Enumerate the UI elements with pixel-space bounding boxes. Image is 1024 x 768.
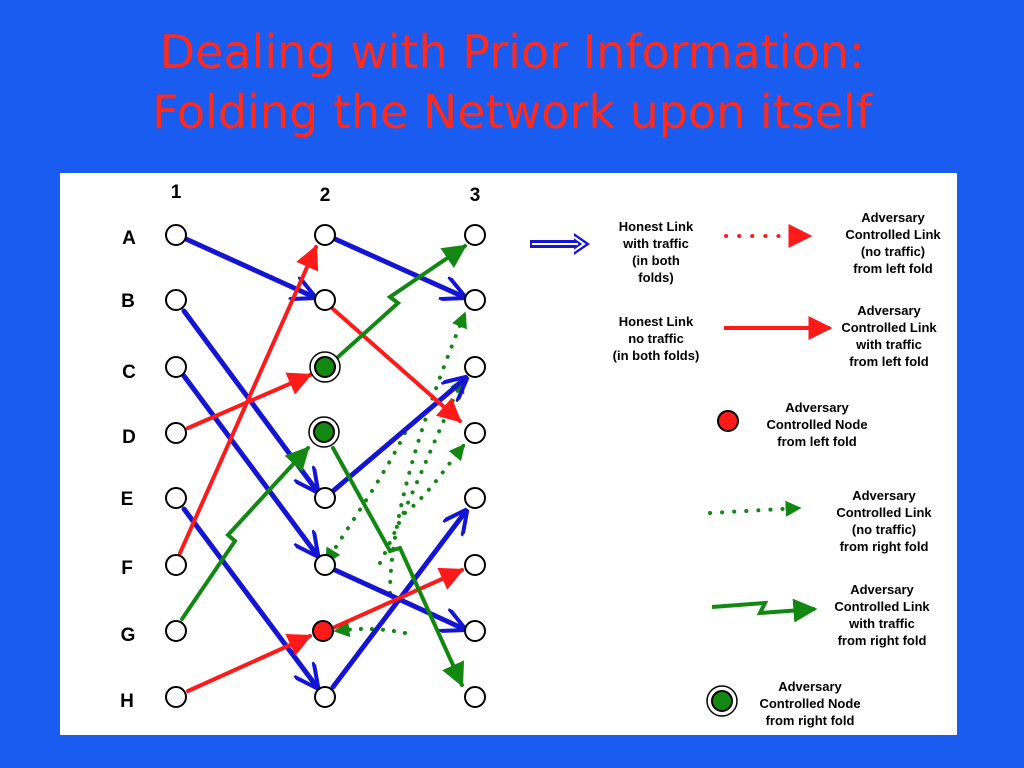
green-link-c2-a3: [336, 244, 467, 359]
green-link-g1-d2: [180, 446, 310, 621]
red-link-h1-g2: [186, 633, 313, 693]
honest-link-a2-b3: [332, 236, 464, 297]
honest-link-c1-f2: [181, 373, 317, 555]
red-link-b2-d3: [331, 307, 462, 423]
legend-green-solid-symbol: [711, 598, 818, 623]
svg-text:Honest Link: Honest Link: [619, 314, 694, 329]
legend-honest-no-traffic: Honest Link no traffic (in both folds): [613, 314, 700, 363]
svg-text:with traffic: with traffic: [622, 236, 689, 251]
title-line-2: Folding the Network upon itself: [152, 85, 872, 139]
svg-text:Controlled Link: Controlled Link: [836, 505, 932, 520]
row-label-b: B: [121, 291, 135, 312]
column-label-3: 3: [470, 185, 481, 206]
node-f2: [314, 554, 336, 576]
node-g3: [464, 620, 486, 642]
row-label-g: G: [121, 625, 136, 646]
svg-text:from left fold: from left fold: [849, 354, 928, 369]
green-dotted-link-3: [403, 443, 466, 515]
green-dotted-link-2: [378, 376, 466, 565]
svg-text:from left fold: from left fold: [853, 261, 932, 276]
svg-text:with traffic: with traffic: [848, 616, 915, 631]
svg-text:Adversary: Adversary: [852, 488, 916, 503]
node-d3: [464, 422, 486, 444]
node-e3: [464, 487, 486, 509]
node-h2: [314, 686, 336, 708]
svg-text:(in both folds): (in both folds): [613, 348, 700, 363]
row-label-d: D: [122, 427, 136, 448]
node-h3: [464, 686, 486, 708]
svg-text:Adversary: Adversary: [850, 582, 914, 597]
node-a1: [165, 224, 187, 246]
column-label-1: 1: [171, 182, 182, 203]
legend-green-dotted-symbol: [708, 500, 802, 517]
legend-red-node-symbol: [717, 410, 739, 432]
node-c1: [165, 356, 187, 378]
node-c3: [464, 356, 486, 378]
svg-text:(no traffic): (no traffic): [861, 244, 925, 259]
svg-text:(no traffic): (no traffic): [852, 522, 916, 537]
row-label-c: C: [122, 362, 136, 383]
node-d2-right-fold: [308, 416, 340, 448]
svg-text:Controlled Node: Controlled Node: [766, 417, 867, 432]
row-label-e: E: [121, 489, 134, 510]
svg-text:from right fold: from right fold: [766, 713, 855, 728]
node-h1: [165, 686, 187, 708]
row-label-a: A: [122, 228, 136, 249]
svg-text:from right fold: from right fold: [838, 633, 927, 648]
node-b2: [314, 289, 336, 311]
legend-adv-link-no-traffic-left: Adversary Controlled Link (no traffic) f…: [845, 210, 941, 276]
legend-adv-link-traffic-left: Adversary Controlled Link with traffic f…: [841, 303, 937, 369]
node-f1: [165, 554, 187, 576]
svg-text:Adversary: Adversary: [778, 679, 842, 694]
honest-link-e2-c3: [330, 378, 466, 494]
legend-green-node-symbol: [706, 685, 738, 717]
node-e1: [165, 487, 187, 509]
diagram-panel: 1 2 3 A B C D E F G H: [60, 173, 957, 735]
honest-link-e1-h2: [181, 506, 317, 687]
legend-adv-node-left: Adversary Controlled Node from left fold: [766, 400, 867, 449]
green-dotted-link-5: [333, 621, 407, 638]
svg-text:from right fold: from right fold: [840, 539, 929, 554]
slide-title: Dealing with Prior Information: Folding …: [0, 22, 1024, 142]
node-f3: [464, 554, 486, 576]
node-e2: [314, 487, 336, 509]
red-link-d1-c2: [186, 372, 313, 430]
node-c2-right-fold: [309, 351, 341, 383]
green-link-d2-h3: [331, 446, 465, 688]
legend-adv-link-traffic-right: Adversary Controlled Link with traffic f…: [834, 582, 930, 648]
node-g1: [165, 620, 187, 642]
row-label-f: F: [121, 558, 133, 579]
honest-link-a1-b2: [183, 236, 314, 297]
node-b3: [464, 289, 486, 311]
svg-text:from left fold: from left fold: [777, 434, 856, 449]
legend-adv-link-no-traffic-right: Adversary Controlled Link (no traffic) f…: [836, 488, 932, 554]
svg-text:Adversary: Adversary: [861, 210, 925, 225]
legend-adv-node-right: Adversary Controlled Node from right fol…: [759, 679, 860, 728]
svg-text:no traffic: no traffic: [628, 331, 684, 346]
node-a2: [314, 224, 336, 246]
svg-text:Controlled Link: Controlled Link: [845, 227, 941, 242]
svg-text:folds): folds): [638, 270, 673, 285]
svg-text:Controlled Node: Controlled Node: [759, 696, 860, 711]
svg-text:Adversary: Adversary: [857, 303, 921, 318]
column-label-2: 2: [320, 185, 331, 206]
title-line-1: Dealing with Prior Information:: [159, 25, 865, 79]
node-d1: [165, 422, 187, 444]
svg-text:Controlled Link: Controlled Link: [834, 599, 930, 614]
svg-text:Controlled Link: Controlled Link: [841, 320, 937, 335]
green-dotted-link-1: [388, 311, 467, 595]
legend-honest-traffic-symbol: [530, 233, 590, 255]
green-dotted-link-4: [324, 431, 407, 565]
svg-text:with traffic: with traffic: [855, 337, 922, 352]
legend-honest-traffic: Honest Link with traffic (in both folds): [619, 219, 694, 285]
svg-text:(in both: (in both: [632, 253, 680, 268]
node-g2-left-fold: [312, 620, 334, 642]
node-b1: [165, 289, 187, 311]
row-label-h: H: [120, 691, 134, 712]
red-link-g2-f3: [333, 567, 465, 629]
network-diagram: 1 2 3 A B C D E F G H: [120, 182, 941, 728]
node-a3: [464, 224, 486, 246]
svg-text:Adversary: Adversary: [785, 400, 849, 415]
svg-text:Honest Link: Honest Link: [619, 219, 694, 234]
